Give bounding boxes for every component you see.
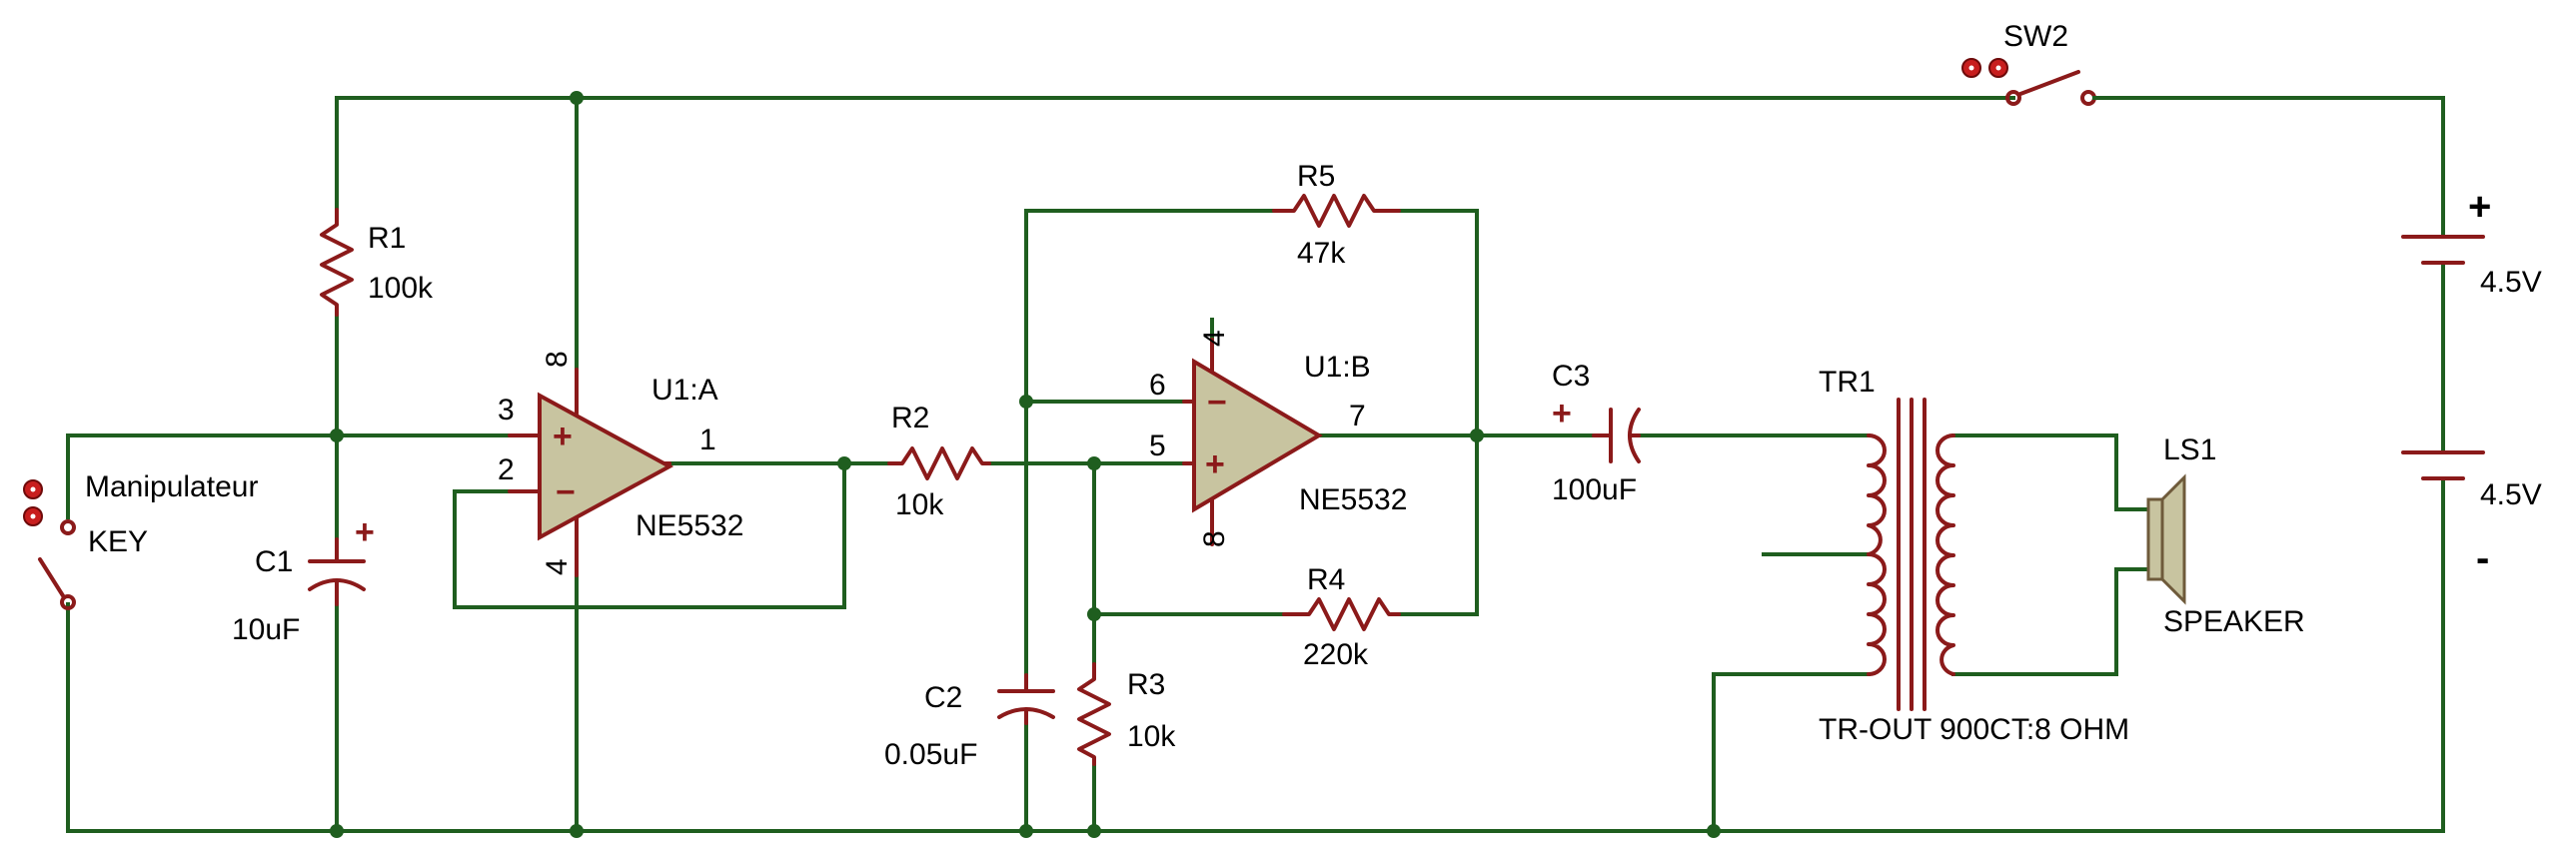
junctions — [330, 91, 1721, 838]
c3-plus: + — [1552, 395, 1572, 432]
junction-dot — [330, 824, 344, 838]
r5-value: 47k — [1297, 237, 1346, 270]
c2-ref: C2 — [924, 681, 962, 714]
r5-ref: R5 — [1297, 160, 1335, 193]
c1-plus: + — [355, 513, 375, 551]
u1b-pin8: 8 — [1198, 530, 1231, 547]
transformer-tr1[interactable]: TR1 TR-OUT 900CT:8 OHM — [1819, 366, 2129, 746]
junction-dot — [1087, 607, 1101, 621]
u1a-pin3: 3 — [498, 394, 515, 426]
opamp-u1a[interactable]: + − 3 2 1 8 4 U1:A NE5532 — [498, 351, 743, 577]
battery-plus: + — [2468, 185, 2491, 229]
battery-top-voltage: 4.5V — [2480, 266, 2542, 299]
resistor-r3[interactable]: R3 10k — [1077, 662, 1176, 766]
u1b-pin5: 5 — [1149, 429, 1166, 462]
junction-dot — [1707, 824, 1721, 838]
u1b-pin6: 6 — [1149, 369, 1166, 402]
u1a-pin4: 4 — [541, 558, 574, 575]
u1b-part: NE5532 — [1299, 483, 1407, 516]
u1a-pin1: 1 — [699, 424, 716, 456]
junction-dot — [1019, 824, 1033, 838]
resistor-r4[interactable]: R4 220k — [1282, 563, 1401, 671]
r2-ref: R2 — [891, 402, 929, 434]
capacitor-c1[interactable]: + C1 10uF — [232, 513, 375, 646]
battery-bottom-voltage: 4.5V — [2480, 478, 2542, 511]
c1-value: 10uF — [232, 613, 300, 646]
wires — [66, 96, 2445, 833]
junction-dot — [1019, 395, 1033, 409]
junction-dot — [1087, 824, 1101, 838]
resistor-r1[interactable]: R1 100k — [320, 208, 434, 317]
resistor-r2[interactable]: R2 10k — [887, 402, 991, 521]
u1b-plus: + — [1205, 445, 1225, 483]
c1-ref: C1 — [255, 545, 293, 578]
speaker-ls1[interactable]: LS1 SPEAKER — [2146, 433, 2305, 638]
junction-dot — [330, 428, 344, 442]
u1a-part: NE5532 — [636, 509, 743, 542]
ls1-value: SPEAKER — [2163, 605, 2305, 638]
u1b-ref: U1:B — [1304, 351, 1371, 384]
r3-value: 10k — [1127, 720, 1176, 753]
switch-key[interactable]: Manipulateur KEY — [23, 470, 258, 610]
r4-ref: R4 — [1307, 563, 1345, 596]
battery[interactable]: + - 4.5V 4.5V — [2401, 185, 2542, 580]
resistor-r5[interactable]: R5 47k — [1272, 160, 1401, 270]
r3-ref: R3 — [1127, 668, 1165, 701]
battery-minus: - — [2476, 536, 2489, 580]
c2-value: 0.05uF — [884, 738, 977, 771]
u1b-minus: − — [1207, 384, 1227, 422]
u1a-pin2: 2 — [498, 453, 515, 486]
junction-dot — [1087, 456, 1101, 470]
r4-value: 220k — [1303, 638, 1369, 671]
speaker-icon — [2146, 497, 2164, 581]
capacitor-c2[interactable]: C2 0.05uF — [884, 673, 1055, 771]
junction-dot — [1470, 428, 1484, 442]
u1a-minus: − — [556, 473, 576, 511]
u1b-pin7: 7 — [1349, 400, 1366, 432]
capacitor-c3[interactable]: + C3 100uF — [1552, 360, 1641, 506]
junction-dot — [570, 824, 584, 838]
junction-dot — [570, 91, 584, 105]
u1a-pin8: 8 — [541, 351, 574, 368]
u1a-plus: + — [553, 418, 573, 455]
switch-sw2[interactable]: SW2 — [1961, 20, 2127, 106]
c3-value: 100uF — [1552, 473, 1637, 506]
u1a-ref: U1:A — [651, 374, 718, 407]
tr1-value: TR-OUT 900CT:8 OHM — [1819, 713, 2129, 746]
key-value: KEY — [88, 525, 148, 558]
key-probe-icon — [23, 479, 43, 526]
c3-ref: C3 — [1552, 360, 1590, 393]
opamp-u1b[interactable]: − + 6 5 7 4 8 U1:B NE5532 — [1149, 330, 1407, 547]
sw2-ref: SW2 — [2003, 20, 2068, 53]
r1-value: 100k — [368, 272, 434, 305]
key-name: Manipulateur — [85, 470, 258, 503]
r1-ref: R1 — [368, 222, 406, 255]
junction-dot — [837, 456, 851, 470]
sw2-probe-icon — [1961, 58, 2008, 78]
ls1-ref: LS1 — [2163, 433, 2216, 466]
r2-value: 10k — [895, 488, 944, 521]
u1b-pin4: 4 — [1198, 330, 1231, 347]
tr1-ref: TR1 — [1819, 366, 1876, 399]
